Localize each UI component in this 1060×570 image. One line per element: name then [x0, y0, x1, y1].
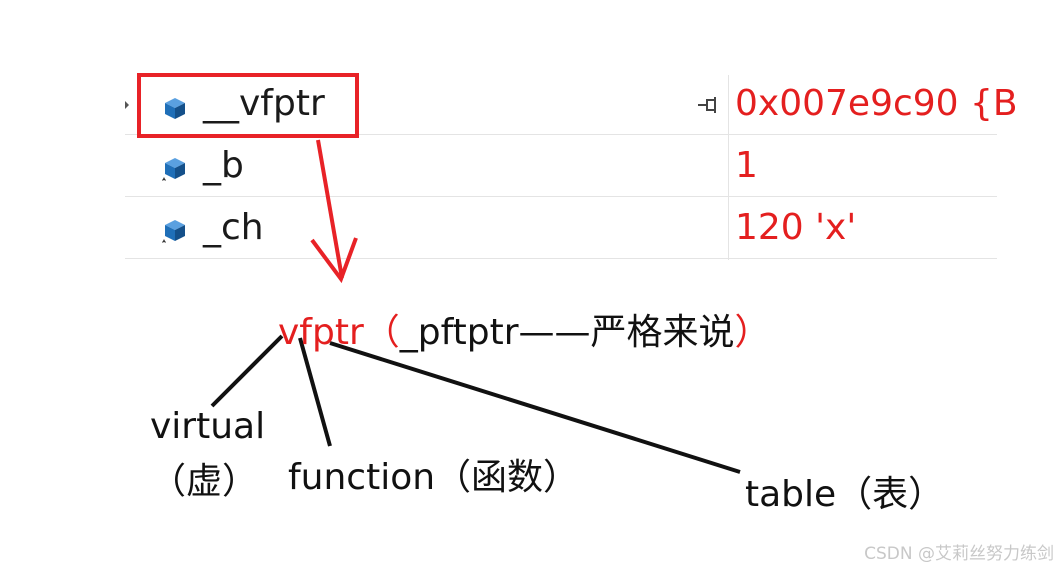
field-value: 120 'x'	[735, 207, 857, 248]
field-name: __vfptr	[203, 83, 325, 124]
vfptr-heading: vfptr（_pftptr——严格来说）	[278, 303, 771, 355]
open-paren: （	[363, 312, 400, 353]
pftptr-text: _pftptr——严格来说	[399, 312, 735, 353]
line-to-table	[329, 341, 741, 474]
function-label: function（函数）	[288, 457, 580, 498]
red-arrow-line	[316, 139, 344, 279]
close-paren: ）	[734, 312, 771, 353]
field-value: 0x007e9c90 {B	[735, 83, 1018, 124]
field-icon	[162, 158, 185, 181]
field-icon	[165, 98, 185, 119]
watch-panel: __vfptr 0x007e9c90 {B _b 1 _ch 120 'x'	[125, 75, 1018, 260]
red-arrowhead-icon	[310, 237, 358, 284]
watermark: CSDN @艾莉丝努力练剑	[864, 544, 1054, 564]
virtual-label: virtual	[150, 406, 266, 447]
watch-row-vfptr[interactable]: __vfptr 0x007e9c90 {B	[125, 75, 1018, 135]
watch-row-ch[interactable]: _ch 120 'x'	[125, 199, 997, 259]
field-name: _ch	[203, 207, 264, 248]
expander-arrow-icon[interactable]	[125, 101, 129, 109]
table-label: table（表）	[745, 474, 945, 515]
field-icon	[162, 220, 185, 243]
column-divider	[728, 75, 729, 260]
watch-row-b[interactable]: _b 1	[125, 137, 997, 197]
field-value: 1	[735, 145, 758, 186]
highlight-box	[137, 73, 359, 138]
line-to-function	[298, 337, 332, 447]
virtual-cn-label: （虚）	[150, 461, 259, 502]
line-to-virtual	[210, 334, 284, 408]
vfptr-red-term: vfptr	[278, 312, 364, 353]
pin-icon[interactable]	[697, 95, 719, 115]
field-name: _b	[203, 145, 244, 186]
